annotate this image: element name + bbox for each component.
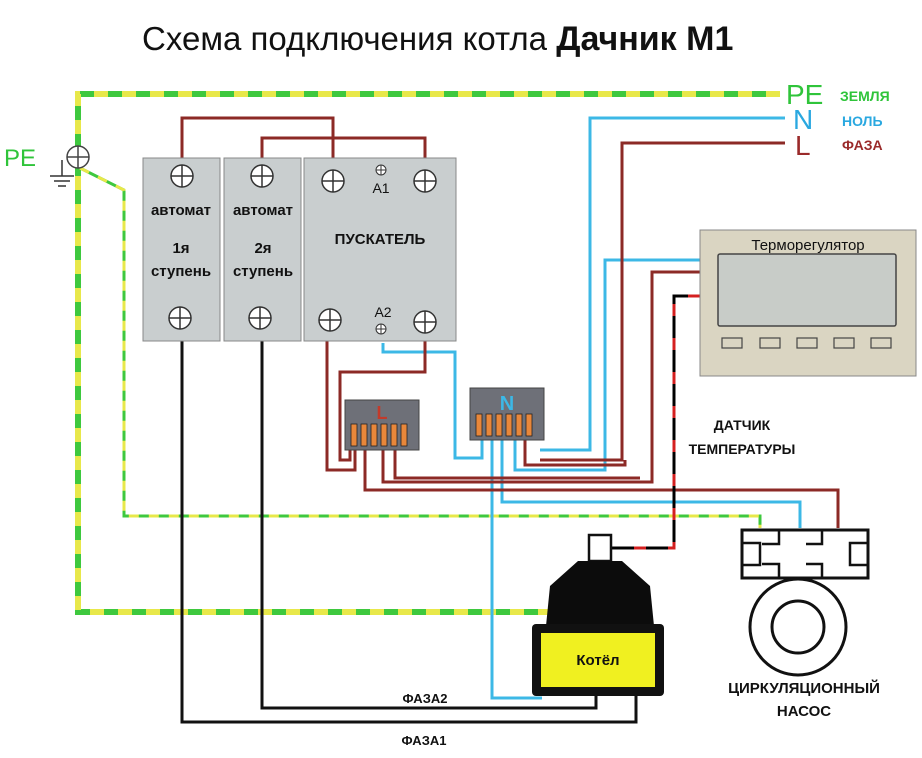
phase2-label: ФАЗА2 bbox=[403, 691, 448, 706]
thermostat-button bbox=[759, 337, 781, 349]
contactor-label: ПУСКАТЕЛЬ bbox=[335, 231, 426, 248]
ground-symbol: PE bbox=[4, 145, 90, 187]
thermostat-button bbox=[721, 337, 743, 349]
thermostat-button bbox=[870, 337, 892, 349]
breaker-1-line2: 1я bbox=[172, 240, 189, 257]
breaker-1-line1: автомат bbox=[151, 202, 211, 219]
legend-l-label: ФАЗА bbox=[842, 137, 883, 153]
legend-l-symbol: L bbox=[795, 130, 811, 161]
thermostat-button bbox=[833, 337, 855, 349]
terminal-n-label: N bbox=[500, 393, 514, 415]
ground-pe-label: PE bbox=[4, 145, 36, 172]
breaker-1: автомат 1я ступень bbox=[142, 157, 221, 342]
boiler-sensor-port bbox=[587, 533, 613, 563]
boiler-label: Котёл bbox=[576, 652, 619, 669]
terminal-block-n: N bbox=[469, 387, 545, 441]
ground-wire-pump bbox=[79, 166, 762, 528]
sensor-label-line2: ТЕМПЕРАТУРЫ bbox=[689, 441, 796, 457]
sensor-label-line1: ДАТЧИК bbox=[714, 417, 771, 433]
pump-label-line2: НАСОС bbox=[777, 703, 831, 720]
breaker-2: автомат 2я ступень bbox=[223, 157, 302, 342]
boiler-phase-lines bbox=[180, 332, 638, 724]
circulation-pump: ЦИРКУЛЯЦИОННЫЙ НАСОС bbox=[728, 528, 880, 720]
ground-wire bbox=[75, 91, 780, 615]
neutral-wires bbox=[381, 116, 802, 700]
sensor-cable bbox=[612, 294, 700, 550]
thermostat-label: Терморегулятор bbox=[751, 237, 864, 254]
thermostat-button bbox=[796, 337, 818, 349]
thermostat: Терморегулятор bbox=[699, 229, 917, 377]
legend-n-symbol: N bbox=[793, 104, 813, 135]
phase-wires bbox=[180, 116, 840, 528]
legend-n-label: НОЛЬ bbox=[842, 113, 883, 129]
legend: PE ЗЕМЛЯ N НОЛЬ L ФАЗА bbox=[786, 79, 890, 161]
legend-pe-symbol: PE bbox=[786, 79, 823, 110]
boiler: Котёл bbox=[532, 533, 664, 696]
breaker-2-line1: автомат bbox=[233, 202, 293, 219]
thermostat-display bbox=[717, 253, 897, 327]
phase1-label: ФАЗА1 bbox=[402, 733, 447, 748]
terminal-l-label: L bbox=[377, 403, 388, 423]
breaker-2-line2: 2я bbox=[254, 240, 271, 257]
pump-label-line1: ЦИРКУЛЯЦИОННЫЙ bbox=[728, 679, 880, 697]
breaker-1-line3: ступень bbox=[151, 263, 211, 280]
contactor-a1: A1 bbox=[372, 180, 389, 196]
boiler-housing bbox=[546, 561, 654, 626]
legend-pe-label: ЗЕМЛЯ bbox=[840, 88, 890, 104]
diagram-title: Схема подключения котла Дачник М1 bbox=[142, 20, 733, 58]
breaker-2-line3: ступень bbox=[233, 263, 293, 280]
terminal-block-l: L bbox=[344, 399, 420, 451]
contactor: A1 ПУСКАТЕЛЬ A2 bbox=[303, 157, 457, 342]
pump-rotor bbox=[770, 599, 826, 655]
contactor-a2: A2 bbox=[374, 304, 391, 320]
